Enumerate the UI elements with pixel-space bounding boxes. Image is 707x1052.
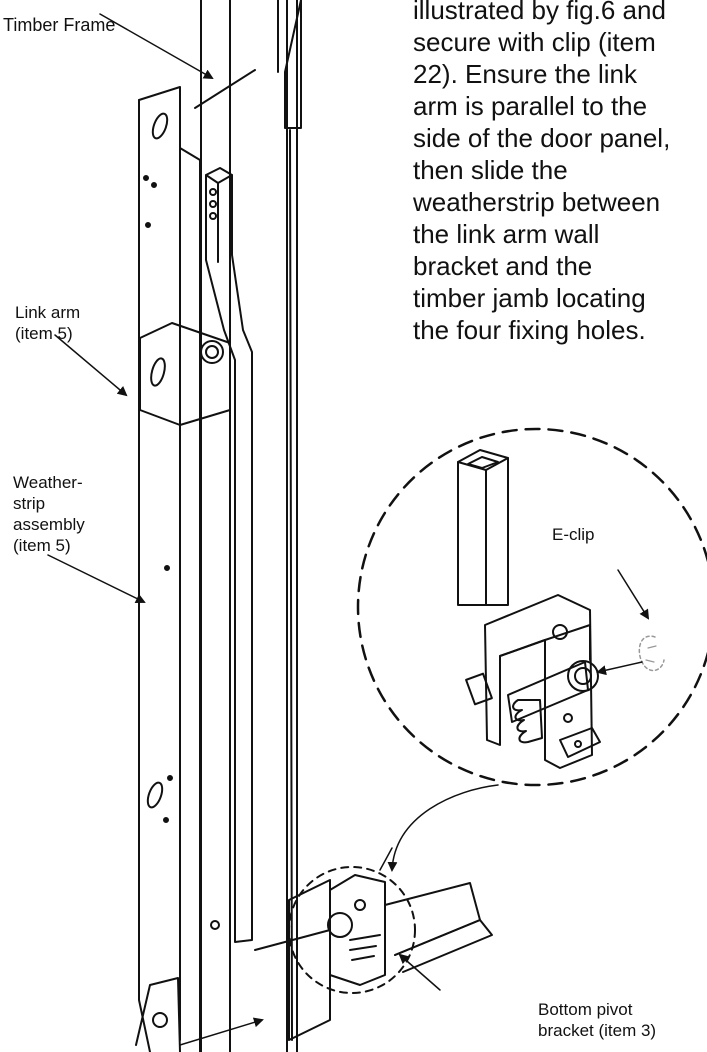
instruction-line: arm is parallel to the: [413, 91, 648, 121]
detail-connector: [387, 784, 499, 872]
timber-frame-label: Timber Frame: [3, 15, 116, 35]
bottom-pivot-drawing: [135, 874, 493, 1052]
weatherstrip-label-line-1: Weather-: [13, 473, 83, 492]
instruction-line: then slide the: [413, 155, 568, 185]
instruction-text: illustrated by fig.6 and secure with cli…: [413, 0, 707, 346]
right-rail-drawing: [289, 129, 293, 1041]
weatherstrip-label-line-2: strip: [13, 494, 46, 513]
instruction-line: the link arm wall: [413, 219, 600, 249]
bottom-pivot-label-line-1: Bottom pivot: [538, 1000, 633, 1019]
link-arm-label-line-1: Link arm: [15, 303, 81, 322]
e-clip-label: E-clip: [552, 525, 595, 544]
instruction-line: side of the door panel,: [413, 123, 671, 153]
weatherstrip-label-line-3: assembly: [13, 515, 85, 534]
leader-arrows: [47, 13, 650, 1046]
instruction-line: 22). Ensure the link: [413, 59, 638, 89]
instruction-line: weatherstrip between: [413, 187, 661, 217]
link-arm-bracket-drawing: [139, 322, 231, 426]
weatherstrip-label-line-4: (item 5): [13, 536, 71, 555]
instruction-line: the four fixing holes.: [413, 315, 646, 345]
link-arm-label-line-2: (item 5): [15, 324, 73, 343]
instruction-line: illustrated by fig.6 and: [413, 0, 666, 25]
detail-callout-small: [288, 866, 416, 994]
link-arm-label: Link arm (item 5): [15, 302, 80, 344]
bottom-pivot-label: Bottom pivot bracket (item 3): [538, 999, 656, 1041]
e-clip-detail-drawing: [457, 449, 665, 769]
link-arm-drawing: [205, 167, 253, 943]
weatherstrip-label: Weather- strip assembly (item 5): [13, 472, 85, 556]
bottom-pivot-label-line-2: bracket (item 3): [538, 1021, 657, 1040]
detail-callout-large: [356, 427, 707, 787]
instruction-line: bracket and the: [413, 251, 593, 281]
instruction-line: secure with clip (item: [413, 27, 656, 57]
instruction-line: timber jamb locating: [413, 283, 646, 313]
weatherstrip-plate: [138, 86, 201, 1052]
